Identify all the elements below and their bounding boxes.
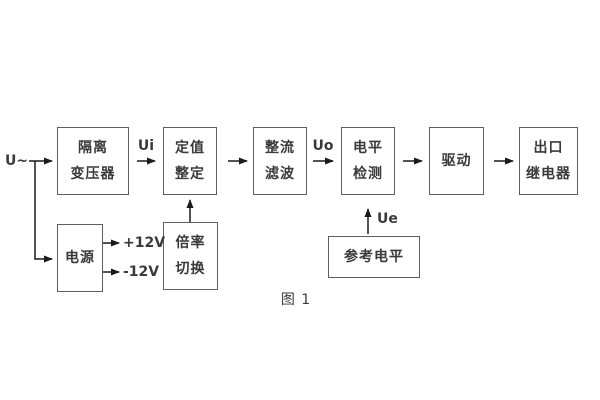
block-label: 滤波: [265, 166, 295, 183]
block-label: 电平: [353, 139, 383, 156]
block-reference-level: 参考电平: [328, 236, 420, 278]
block-label: 倍率: [175, 234, 206, 251]
signal-label-ue: Ue: [377, 211, 398, 227]
block-output-relay: 出口 继电器: [519, 127, 578, 195]
block-isolation-transformer: 隔离 变压器: [57, 127, 129, 195]
signal-label-minus12v: -12V: [123, 264, 160, 280]
block-label: 定值: [175, 139, 205, 156]
block-power-supply: 电源: [57, 224, 103, 292]
block-label: 隔离: [78, 139, 108, 156]
block-label: 驱动: [441, 153, 472, 169]
block-label: 检测: [353, 166, 383, 183]
block-level-detect: 电平 检测: [341, 127, 395, 195]
block-label: 电源: [65, 250, 95, 266]
signal-label-plus12v: +12V: [123, 235, 166, 251]
block-rectifier-filter: 整流 滤波: [253, 127, 307, 195]
block-label: 变压器: [70, 166, 116, 183]
block-ratio-switch: 倍率 切换: [163, 222, 218, 290]
block-label: 切换: [175, 261, 206, 278]
signal-label-input: U~: [5, 153, 29, 169]
block-label: 出口: [533, 139, 564, 156]
arrow-input-to-power: [34, 161, 53, 263]
block-setting-adjust: 定值 整定: [163, 127, 217, 195]
block-driver: 驱动: [429, 127, 484, 195]
signal-label-ui: Ui: [137, 138, 155, 154]
block-label: 参考电平: [344, 249, 404, 265]
block-label: 继电器: [526, 166, 571, 183]
block-label: 整定: [175, 166, 205, 183]
signal-label-uo: Uo: [312, 138, 334, 154]
figure-caption: 图 1: [280, 292, 312, 308]
block-label: 整流: [265, 139, 295, 156]
